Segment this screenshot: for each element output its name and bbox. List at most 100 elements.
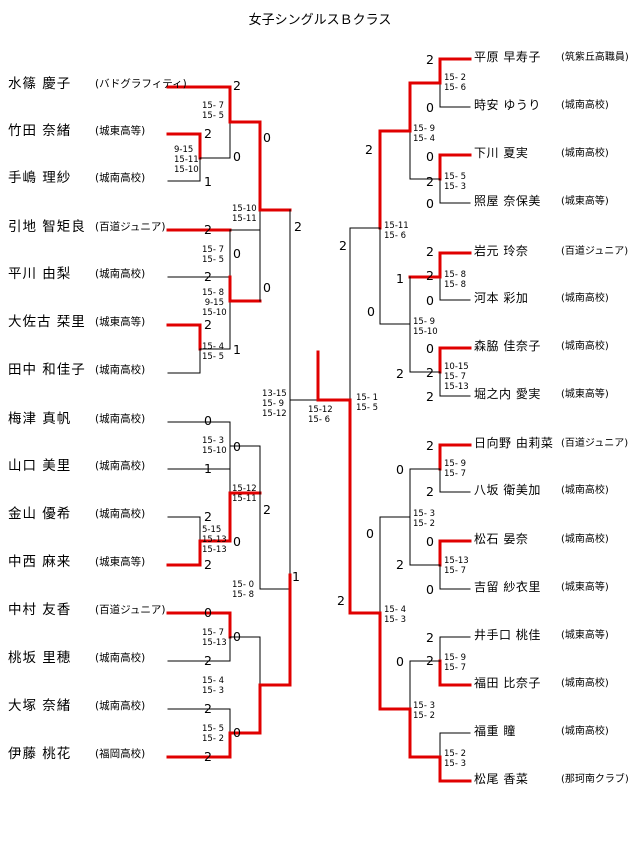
round-score: 0 (233, 725, 241, 740)
round-score: 0 (426, 149, 434, 164)
game-score: 15- 7 15- 5 (202, 101, 224, 121)
round-score: 2 (426, 268, 434, 283)
round-score: 0 (426, 100, 434, 115)
game-score: 15-12 15-11 (232, 484, 257, 504)
player-name: 照屋 奈保美 (474, 194, 541, 208)
player-name: 中西 麻来 (8, 554, 72, 570)
player-club: (筑紫丘高職員) (561, 52, 629, 63)
game-score: 15- 4 15- 3 (202, 676, 224, 696)
player-name: 岩元 玲奈 (474, 244, 529, 258)
player-club: (バドグラフィティ) (95, 78, 187, 90)
player-club: (城南高校) (95, 364, 146, 376)
player-club: (城南高校) (561, 293, 609, 304)
round-score: 0 (426, 293, 434, 308)
player-name: 松石 晏奈 (474, 532, 529, 546)
player-name: 松尾 香菜 (474, 772, 529, 786)
player-club: (城南高校) (95, 172, 146, 184)
player-name: 田中 和佳子 (8, 362, 86, 378)
game-score: 15- 2 15- 3 (444, 749, 466, 769)
player-club: (城南高校) (561, 341, 609, 352)
player-name: 吉留 紗衣里 (474, 580, 541, 594)
player-club: (城南高校) (95, 460, 146, 472)
player-name: 水篠 慶子 (8, 76, 72, 92)
game-score: 15- 9 15-10 (413, 317, 438, 337)
game-score: 15-12 15- 6 (308, 405, 333, 425)
player-club: (百道ジュニア) (561, 246, 629, 257)
round-score: 2 (204, 557, 212, 572)
round-score: 0 (233, 629, 241, 644)
game-score: 15- 4 15- 5 (202, 342, 224, 362)
round-score: 0 (263, 280, 271, 295)
player-name: 下川 夏実 (474, 146, 529, 160)
round-score: 2 (396, 366, 404, 381)
round-score: 2 (263, 502, 271, 517)
game-score: 15-13 15- 7 (444, 556, 469, 576)
game-score: 15- 0 15- 8 (232, 580, 254, 600)
player-name: 井手口 桃佳 (474, 628, 541, 642)
player-club: (城南高校) (561, 100, 609, 111)
round-score: 0 (426, 582, 434, 597)
player-name: 大塚 奈緒 (8, 698, 72, 714)
player-name: 金山 優希 (8, 506, 72, 522)
player-club: (城南高校) (95, 413, 146, 425)
round-score: 2 (204, 222, 212, 237)
round-score: 1 (204, 461, 212, 476)
round-score: 2 (426, 389, 434, 404)
player-club: (城南高校) (561, 678, 609, 689)
player-name: 平川 由梨 (8, 266, 72, 282)
game-score: 15- 3 15-10 (202, 436, 227, 456)
round-score: 1 (233, 342, 241, 357)
round-score: 2 (204, 269, 212, 284)
round-score: 0 (263, 130, 271, 145)
game-score: 5-15 15-13 15-13 (202, 525, 227, 555)
player-name: 中村 友香 (8, 602, 72, 618)
player-club: (福岡高校) (95, 748, 146, 760)
game-score: 15- 5 15- 2 (202, 724, 224, 744)
game-score: 15- 2 15- 6 (444, 73, 466, 93)
player-name: 森脇 佳奈子 (474, 339, 541, 353)
player-club: (城東高等) (561, 630, 609, 641)
player-club: (百道ジュニア) (561, 438, 629, 449)
player-name: 竹田 奈緒 (8, 123, 72, 139)
game-score: 15- 7 15- 5 (202, 245, 224, 265)
player-club: (城東高等) (95, 556, 146, 568)
player-club: (城東高等) (95, 316, 146, 328)
player-club: (城南高校) (561, 726, 609, 737)
round-score: 2 (396, 557, 404, 572)
round-score: 0 (396, 462, 404, 477)
round-score: 0 (426, 341, 434, 356)
round-score: 2 (339, 238, 347, 253)
player-club: (百道ジュニア) (95, 604, 166, 616)
game-score: 15-10 15-11 (232, 204, 257, 224)
game-score: 15- 9 15- 7 (444, 653, 466, 673)
round-score: 0 (366, 526, 374, 541)
player-club: (城南高校) (95, 508, 146, 520)
round-score: 2 (337, 593, 345, 608)
round-score: 0 (426, 196, 434, 211)
round-score: 1 (396, 271, 404, 286)
round-score: 2 (426, 438, 434, 453)
round-score: 0 (204, 605, 212, 620)
player-club: (城東高等) (561, 389, 609, 400)
round-score: 0 (233, 439, 241, 454)
round-score: 0 (233, 534, 241, 549)
player-name: 伊藤 桃花 (8, 746, 72, 762)
player-club: (城南高校) (95, 652, 146, 664)
player-name: 山口 美里 (8, 458, 72, 474)
player-club: (城南高校) (95, 700, 146, 712)
game-score: 15- 3 15- 2 (413, 509, 435, 529)
round-score: 2 (426, 244, 434, 259)
round-score: 2 (204, 317, 212, 332)
round-score: 2 (294, 219, 302, 234)
round-score: 2 (426, 52, 434, 67)
player-name: 時安 ゆうり (474, 98, 541, 112)
game-score: 15- 1 15- 5 (356, 393, 378, 413)
game-score: 13-15 15- 9 15-12 (262, 389, 287, 419)
player-club: (城東高等) (95, 125, 146, 137)
game-score: 15- 9 15- 7 (444, 459, 466, 479)
round-score: 2 (426, 653, 434, 668)
player-name: 梅津 真帆 (8, 411, 72, 427)
player-name: 引地 智矩良 (8, 219, 86, 235)
round-score: 1 (204, 174, 212, 189)
